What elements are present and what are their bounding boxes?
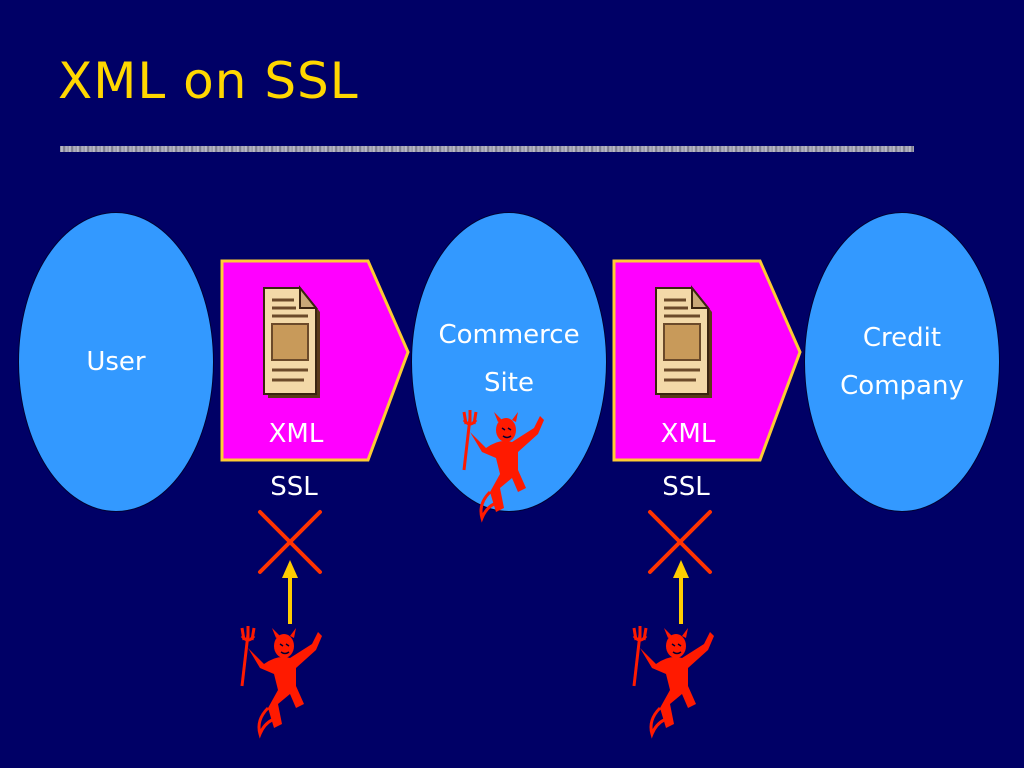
blocked-x-icon-1 [258, 510, 322, 574]
page-title: XML on SSL [58, 52, 359, 110]
up-arrow-icon-1 [282, 560, 298, 624]
document-icon-2 [654, 286, 714, 400]
up-arrow-icon-2 [673, 560, 689, 624]
xml-label-2: XML [660, 419, 716, 449]
document-icon-1 [262, 286, 322, 400]
node-user: User [18, 212, 214, 512]
node-commerce-label-1: Commerce [438, 320, 580, 350]
blocked-x-icon-2 [648, 510, 712, 574]
ssl-label-1: SSL [270, 472, 318, 502]
node-credit-label-1: Credit [862, 323, 942, 353]
ssl-label-2: SSL [662, 472, 710, 502]
node-user-label: User [86, 347, 146, 377]
devil-icon-eavesdropper-1 [240, 624, 324, 736]
node-credit-company: Credit Company [804, 212, 1000, 512]
devil-icon-commerce [462, 408, 546, 520]
devil-icon-eavesdropper-2 [632, 624, 716, 736]
node-commerce-label-2: Site [484, 368, 534, 398]
title-divider [60, 146, 914, 152]
xml-label-1: XML [268, 419, 324, 449]
node-credit-label-2: Company [840, 371, 964, 401]
